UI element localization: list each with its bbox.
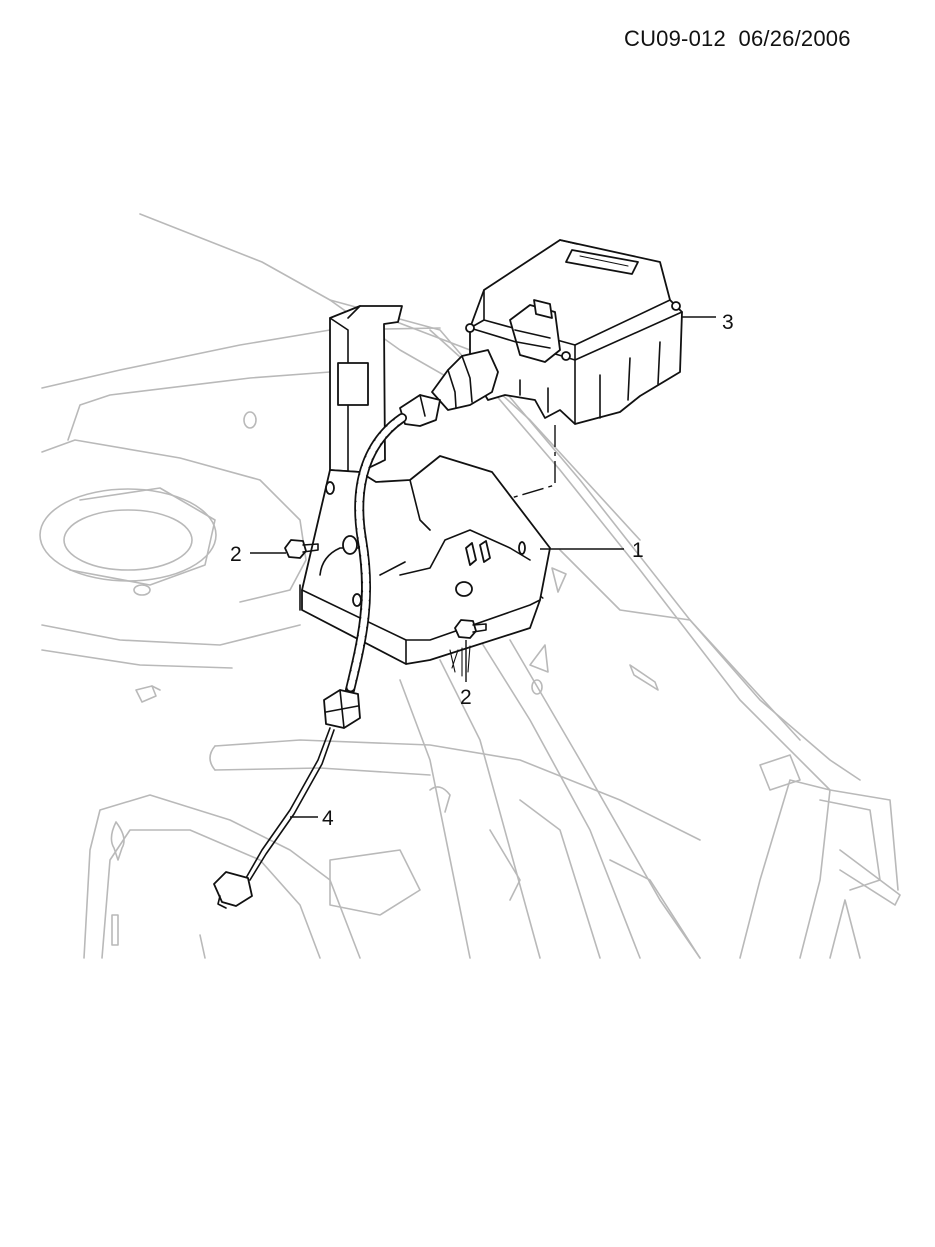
drawing-code: CU09-012 (624, 26, 726, 51)
bolt-left (284, 539, 319, 559)
bolt-bottom (454, 619, 487, 639)
callout-4: 4 (322, 807, 334, 830)
callout-2-bottom: 2 (460, 686, 472, 709)
callout-labels: 1 2 2 3 4 (230, 311, 734, 830)
control-module (465, 239, 683, 425)
drawing-header: CU09-012 06/26/2006 (624, 26, 851, 52)
drawing-date: 06/26/2006 (738, 26, 851, 51)
sensor-harness (213, 349, 499, 909)
callout-leaders (250, 316, 716, 818)
callout-1: 1 (632, 539, 644, 562)
vehicle-body-background (39, 213, 901, 959)
callout-2-left: 2 (230, 543, 242, 566)
callout-3: 3 (722, 311, 734, 334)
